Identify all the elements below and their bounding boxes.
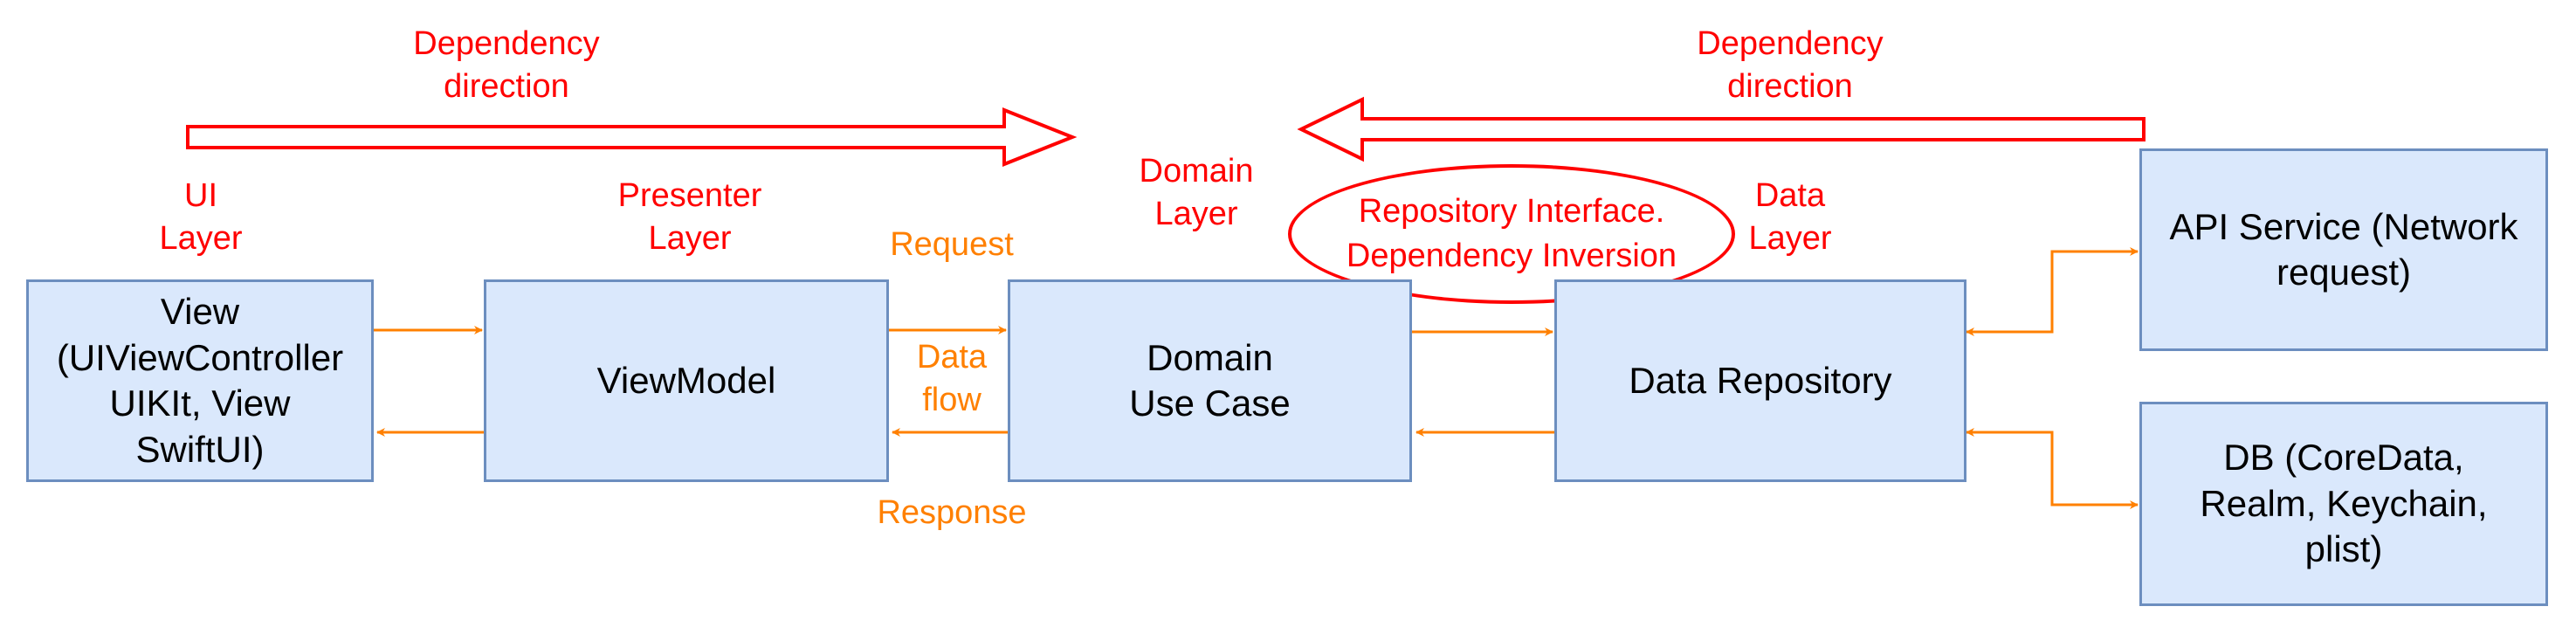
- repository-interface-ellipse: Repository Interface. Dependency Inversi…: [1288, 164, 1735, 304]
- view-box-label: View (UIViewController UIKIt, View Swift…: [56, 291, 344, 470]
- dependency-arrow-right: [186, 107, 1078, 167]
- viewmodel-box: ViewModel: [484, 279, 889, 482]
- data-flow-label: Data flow: [916, 339, 988, 419]
- data-layer-label: Data Layer: [1748, 177, 1832, 258]
- dependency-label-right: Dependency direction: [1697, 25, 1884, 106]
- api-service-label: API Service (Network request): [2169, 205, 2518, 293]
- dependency-arrow-left: [1297, 96, 2146, 162]
- domain-use-case-box: Domain Use Case: [1008, 279, 1412, 482]
- db-label: DB (CoreData, Realm, Keychain, plist): [2200, 437, 2488, 570]
- ui-layer-label: UI Layer: [159, 177, 243, 258]
- presenter-layer-label: Presenter Layer: [617, 177, 762, 258]
- dependency-label-left: Dependency direction: [413, 25, 600, 106]
- api-service-box: API Service (Network request): [2139, 148, 2548, 351]
- data-repository-label: Data Repository: [1629, 359, 1892, 401]
- viewmodel-box-label: ViewModel: [596, 359, 776, 401]
- arrow-repository-api: [1966, 247, 2139, 336]
- domain-layer-label: Domain Layer: [1139, 153, 1254, 233]
- data-repository-box: Data Repository: [1554, 279, 1966, 482]
- domain-use-case-label: Domain Use Case: [1129, 336, 1291, 424]
- request-label: Request: [890, 226, 1014, 263]
- arrow-repository-db: [1966, 428, 2139, 509]
- view-box: View (UIViewController UIKIt, View Swift…: [26, 279, 374, 482]
- db-box: DB (CoreData, Realm, Keychain, plist): [2139, 402, 2548, 606]
- response-label: Response: [877, 494, 1027, 531]
